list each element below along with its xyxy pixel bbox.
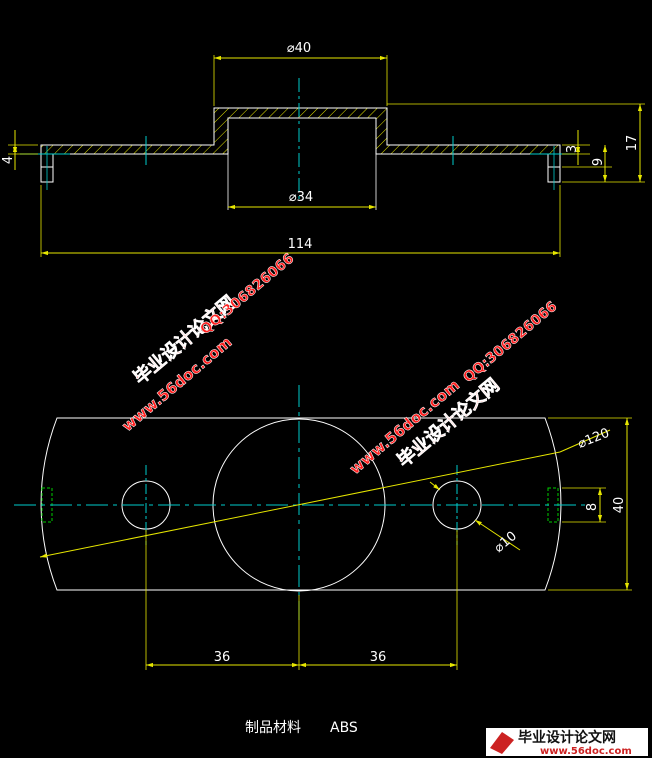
footer-logo: 毕业设计论文网 www.56doc.com bbox=[486, 728, 648, 757]
dim-flange-left: 4 bbox=[1, 156, 16, 164]
dim-hole-diameter: ⌀10 bbox=[492, 529, 520, 556]
watermark-right-qq: QQ:306826066 bbox=[460, 298, 560, 387]
watermark-qq-right: QQ:306826066 bbox=[460, 299, 560, 387]
logo-book-icon bbox=[490, 732, 514, 754]
dim-slot-height: 9 bbox=[591, 158, 606, 166]
dim-bottom-total-height: 40 bbox=[612, 497, 627, 514]
material-label: 制品材料 bbox=[245, 720, 301, 736]
dim-inner-diameter: ⌀34 bbox=[289, 190, 313, 205]
watermark-qq-left: QQ:306826066 bbox=[197, 251, 297, 339]
dim-right-spacing: 36 bbox=[370, 650, 387, 665]
dim-total-height: 17 bbox=[625, 135, 640, 152]
part-outline bbox=[40, 417, 562, 591]
dim-left-spacing: 36 bbox=[214, 650, 231, 665]
bottom-plan-view: ⌀120 ⌀10 8 40 36 36 bbox=[14, 385, 632, 670]
dim-total-length: 114 bbox=[288, 237, 313, 252]
footer-site-name: 毕业设计论文网 bbox=[518, 729, 616, 746]
dim-large-diameter: ⌀120 bbox=[576, 426, 612, 452]
watermark-left-qq: QQ:306826066 bbox=[197, 250, 297, 339]
footer-site-url: www.56doc.com bbox=[540, 746, 632, 757]
dim-line-large-diameter bbox=[39, 451, 561, 558]
dim-slot-width: 8 bbox=[585, 503, 600, 511]
hatched-section bbox=[40, 107, 561, 155]
dim-flange-right: 3 bbox=[565, 145, 580, 153]
dim-outer-diameter: ⌀40 bbox=[287, 41, 311, 56]
material-value: ABS bbox=[330, 720, 358, 736]
top-section-view: ⌀40 ⌀34 114 4 3 9 17 bbox=[1, 41, 645, 257]
